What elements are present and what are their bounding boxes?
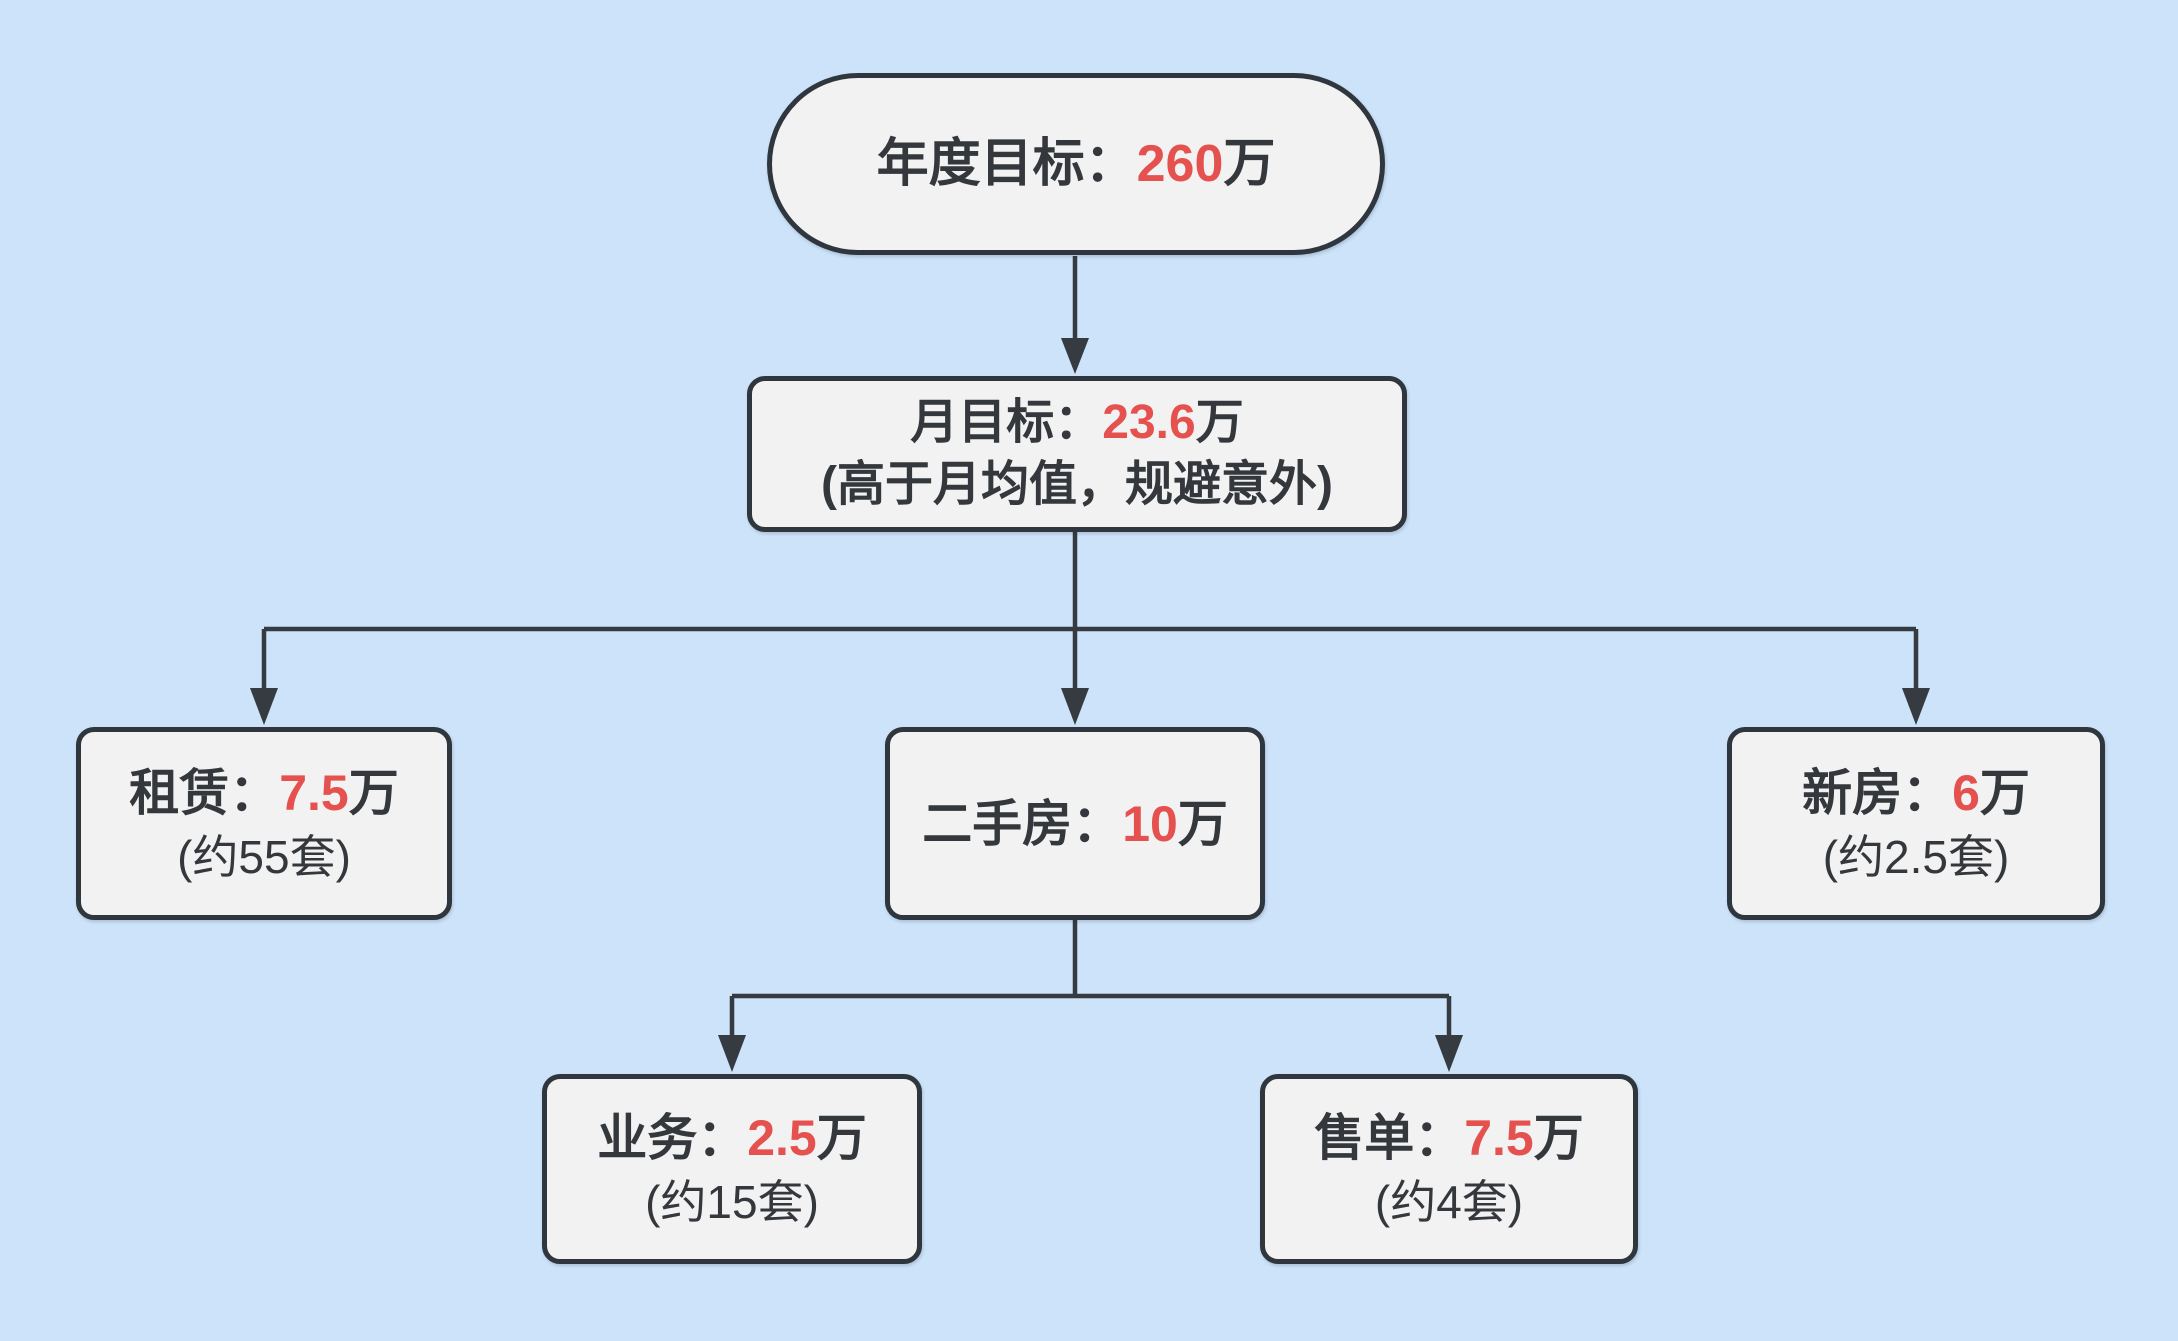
arrowhead-down-icon: [1435, 1035, 1463, 1072]
node-sale-order: 售单：7.5万 (约4套): [1260, 1074, 1638, 1264]
node-label: 月目标：: [910, 396, 1103, 449]
node-value: 23.6: [1102, 396, 1196, 449]
node-title: 业务：2.5万: [597, 1105, 867, 1171]
node-note: (高于月均值，规避意外): [821, 458, 1333, 511]
node-secondhand: 二手房：10万: [885, 727, 1265, 920]
arrowhead-down-icon: [1061, 688, 1089, 725]
node-annual-goal: 年度目标：260万: [767, 73, 1385, 255]
node-value: 6: [1952, 764, 1980, 821]
node-value: 10: [1122, 795, 1178, 852]
node-value: 7.5: [279, 764, 349, 821]
node-new-house: 新房：6万 (约2.5套): [1727, 727, 2105, 920]
node-unit: 万: [1979, 764, 2030, 821]
connector-monthly-to-children: [250, 531, 1930, 725]
node-title: 售单：7.5万: [1314, 1105, 1584, 1171]
node-label: 年度目标：: [876, 135, 1137, 193]
arrowhead-down-icon: [1061, 338, 1089, 374]
node-title: 二手房：10万: [922, 791, 1228, 857]
connector-annual-to-monthly: [1061, 256, 1089, 374]
node-label: 二手房：: [922, 795, 1123, 852]
node-label: 业务：: [597, 1110, 748, 1166]
node-note: (约4套): [1374, 1176, 1524, 1228]
node-title: 新房：6万: [1802, 760, 2030, 826]
node-monthly-goal: 月目标：23.6万 (高于月均值，规避意外): [747, 376, 1407, 532]
node-value: 7.5: [1464, 1110, 1534, 1166]
node-label: 售单：: [1314, 1110, 1465, 1166]
node-unit: 万: [348, 764, 399, 821]
node-label: 租赁：: [129, 764, 280, 821]
node-unit: 万: [1195, 396, 1244, 449]
connector-secondhand-to-children: [718, 920, 1463, 1072]
arrowhead-down-icon: [718, 1035, 746, 1072]
arrowhead-down-icon: [1902, 688, 1930, 725]
node-note: (约55套): [177, 830, 351, 883]
node-value: 260: [1136, 135, 1224, 193]
node-title: 月目标：23.6万: [910, 392, 1243, 454]
node-unit: 万: [1177, 795, 1228, 852]
node-note: (约15套): [645, 1176, 819, 1228]
node-label: 新房：: [1802, 764, 1953, 821]
arrowhead-down-icon: [250, 688, 278, 725]
node-unit: 万: [1223, 135, 1276, 193]
node-unit: 万: [816, 1110, 867, 1166]
node-note: (约2.5套): [1822, 830, 2010, 883]
node-unit: 万: [1533, 1110, 1584, 1166]
node-business: 业务：2.5万 (约15套): [542, 1074, 922, 1264]
node-title: 租赁：7.5万: [129, 760, 399, 826]
node-value: 2.5: [747, 1110, 817, 1166]
node-rental: 租赁：7.5万 (约55套): [76, 727, 452, 920]
node-title: 年度目标：260万: [877, 131, 1276, 197]
